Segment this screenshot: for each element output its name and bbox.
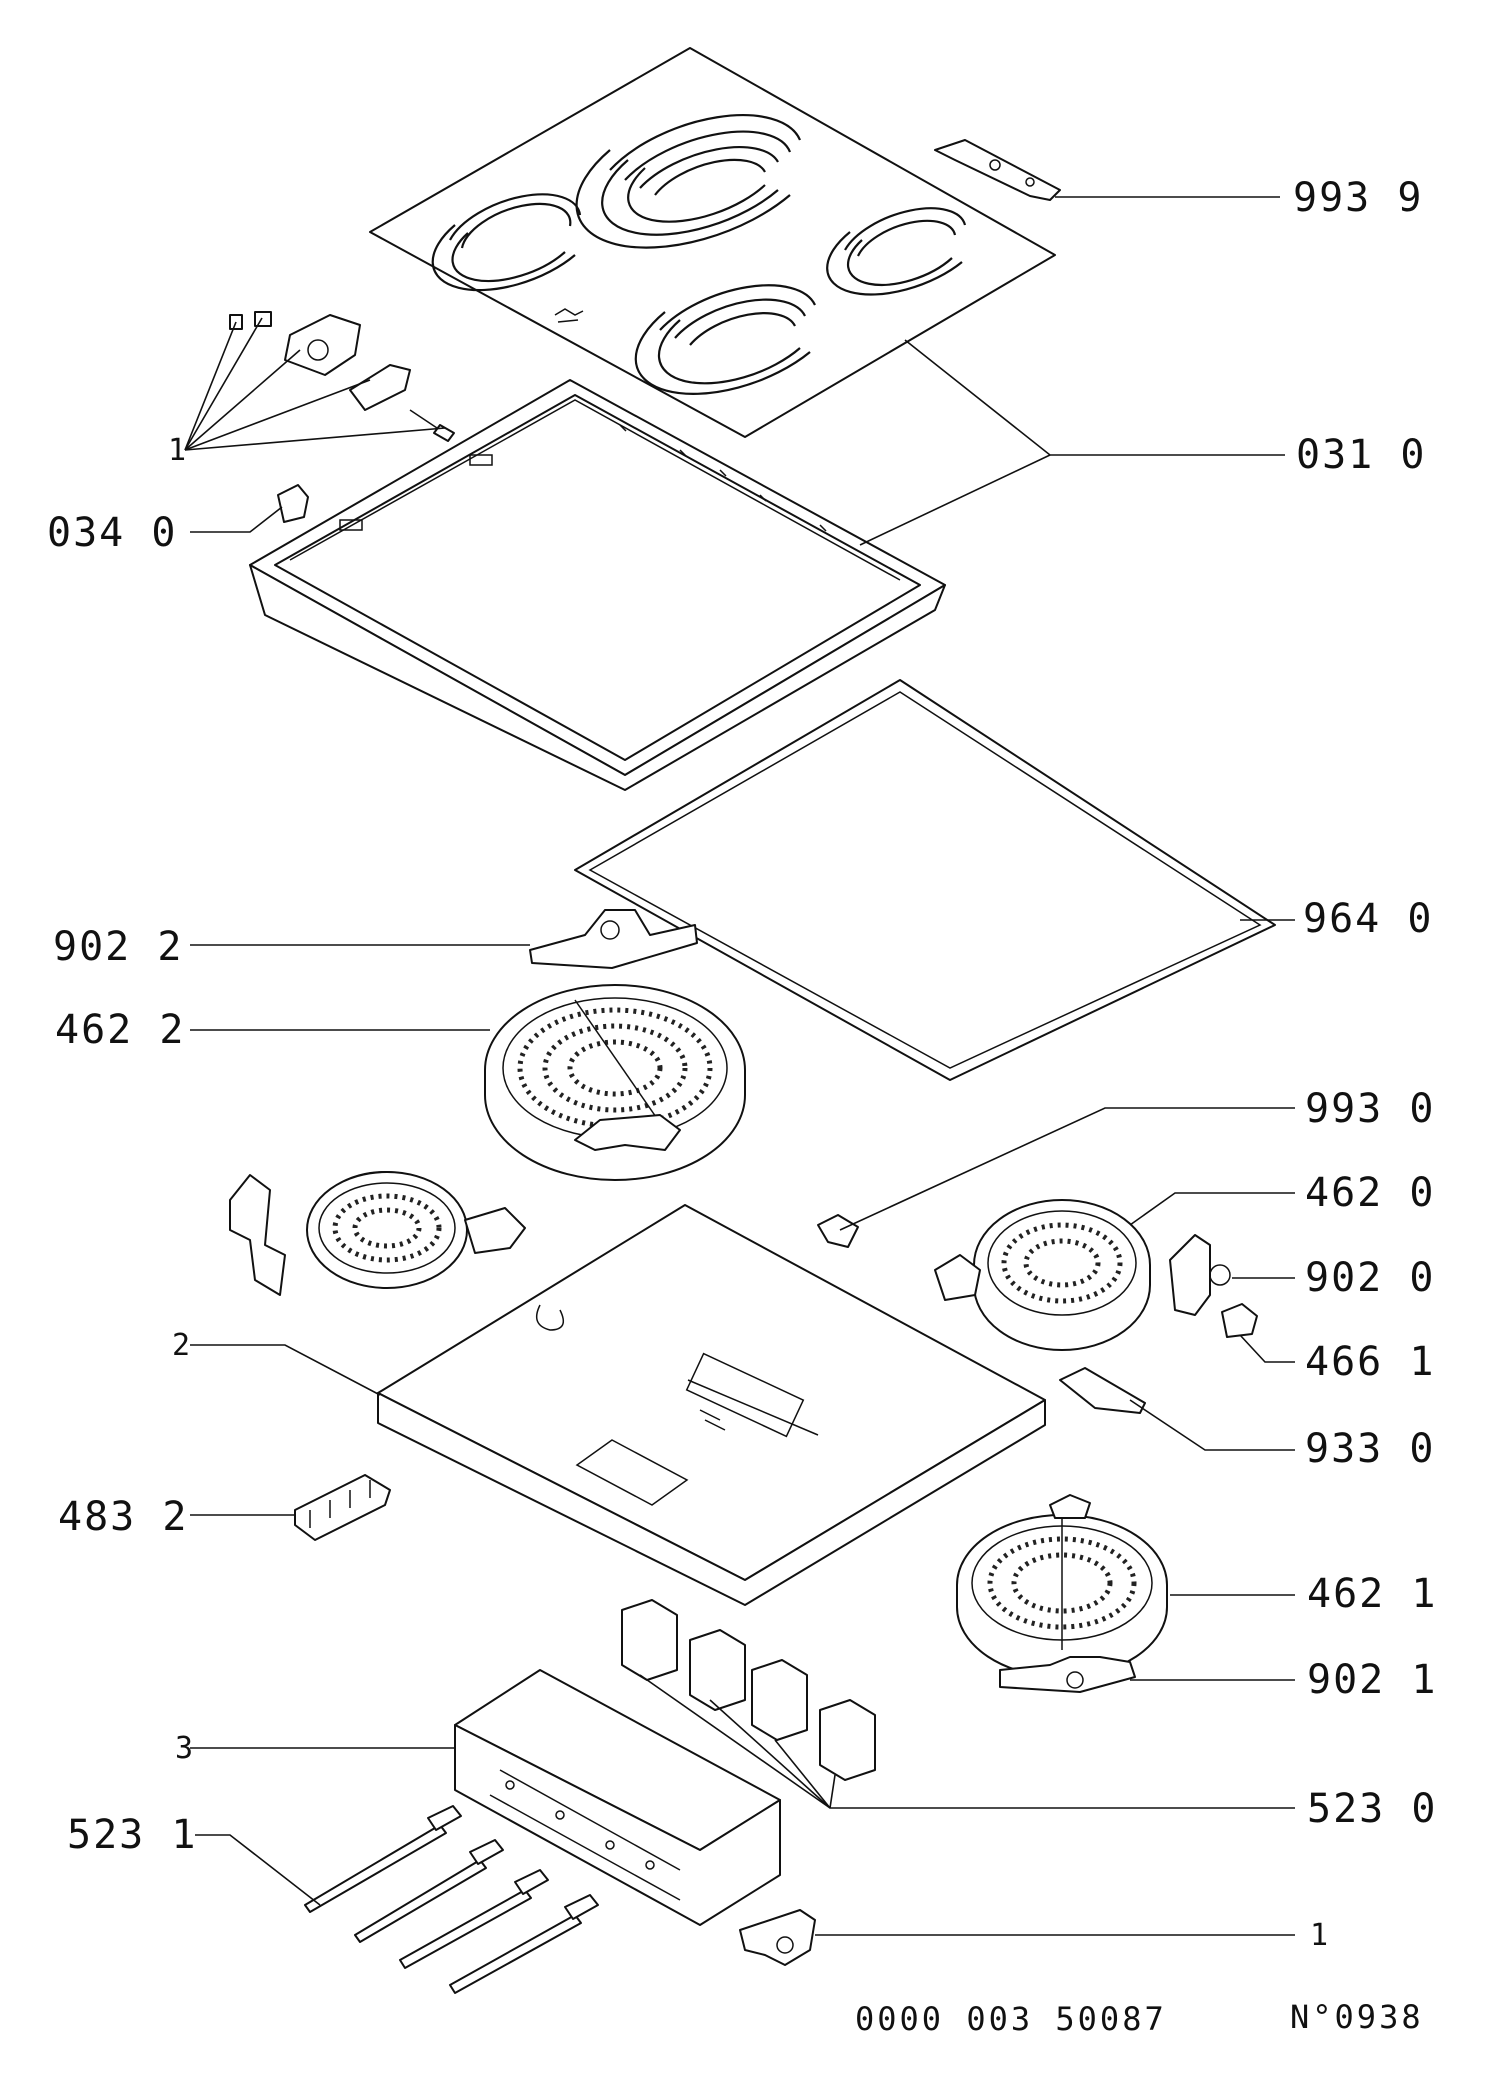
- seal-gasket-964-0: [574, 679, 1276, 1081]
- fixing-kit-top: [229, 311, 455, 442]
- label-462-0: 462 0: [1305, 1170, 1435, 1216]
- label-fixing-kit-top: 1: [168, 433, 186, 468]
- clip-993-0: [817, 1214, 859, 1248]
- label-switch-box: 3: [175, 1731, 193, 1766]
- limiter-466-1: [1221, 1303, 1258, 1338]
- label-902-2: 902 2: [53, 924, 183, 970]
- terminal-block-483-2: [294, 1474, 391, 1541]
- frame-clip-034-0: [277, 484, 309, 523]
- leader-lines: [184, 196, 1295, 1936]
- label-466-1: 466 1: [1305, 1339, 1435, 1385]
- label-964-0: 964 0: [1303, 896, 1433, 942]
- document-number: N°0938: [1290, 1998, 1424, 2036]
- label-902-1: 902 1: [1307, 1657, 1437, 1703]
- label-462-1: 462 1: [1307, 1571, 1437, 1617]
- hob-frame: [249, 379, 946, 791]
- label-034-0: 034 0: [47, 510, 177, 556]
- switch-box: [454, 1669, 781, 1926]
- label-fixing-kit-bottom: 1: [1310, 1918, 1328, 1953]
- label-483-2: 483 2: [58, 1494, 188, 1540]
- label-933-0: 933 0: [1305, 1426, 1435, 1472]
- label-993-0: 993 0: [1305, 1086, 1435, 1132]
- label-462-2: 462 2: [55, 1007, 185, 1053]
- base-pan: [377, 1204, 1046, 1606]
- radiant-heater-left: [229, 1171, 526, 1296]
- label-523-1: 523 1: [67, 1812, 197, 1858]
- glass-ceramic-top: [369, 47, 1056, 438]
- label-993-9: 993 9: [1293, 175, 1423, 221]
- bracket-902-2: [529, 909, 698, 969]
- control-shafts-523-1: [304, 1805, 599, 1994]
- sensor-933-0: [1059, 1367, 1146, 1414]
- bracket-902-0: [1169, 1234, 1231, 1316]
- radiant-heater-462-1: [956, 1494, 1168, 1678]
- label-523-0: 523 0: [1307, 1786, 1437, 1832]
- energy-regulators-523-0: [621, 1599, 876, 1781]
- radiant-heater-462-2: [484, 984, 746, 1181]
- label-902-0: 902 0: [1305, 1255, 1435, 1301]
- document-code: 0000 003 50087: [855, 2000, 1167, 2038]
- glass-clip-993-9: [934, 139, 1061, 201]
- label-031-0: 031 0: [1296, 432, 1426, 478]
- radiant-heater-462-0: [934, 1199, 1151, 1351]
- label-base-pan: 2: [172, 1328, 190, 1363]
- fixing-kit-bottom: [739, 1909, 816, 1966]
- bracket-902-1: [999, 1656, 1136, 1693]
